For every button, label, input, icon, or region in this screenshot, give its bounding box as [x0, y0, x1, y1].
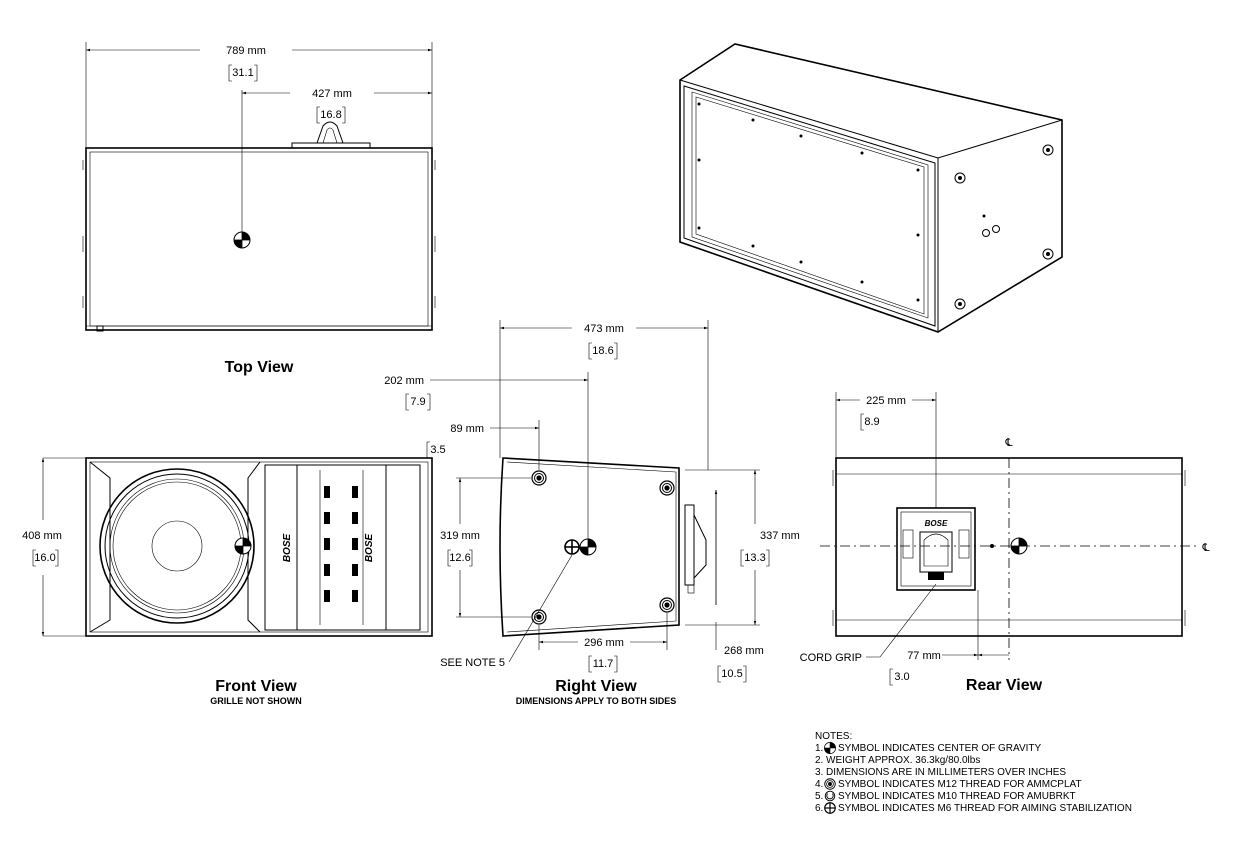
top-view-lifting-handle — [291, 121, 371, 149]
cord-grip-label: CORD GRIP — [800, 652, 862, 664]
front-view-title: Front View — [215, 678, 297, 695]
top-view: 789 mm 31.1 427 mm 16.8 Top View — [82, 42, 436, 376]
isometric-view — [679, 43, 1063, 333]
m10-thread-icon — [824, 790, 836, 802]
front-view-subtitle: GRILLE NOT SHOWN — [210, 696, 302, 706]
note-item-5: 5. SYMBOL INDICATES M10 THREAD FOR AMUBR… — [815, 790, 1076, 802]
svg-text:2.: 2. — [815, 755, 823, 766]
top-view-side-brackets — [82, 160, 436, 308]
note-item-4: 4. SYMBOL INDICATES M12 THREAD FOR AMMCP… — [815, 778, 1082, 790]
center-of-gravity-icon — [824, 742, 836, 754]
rear-cg-in: 3.0 — [894, 671, 909, 683]
rear-centerline-symbol-top: ℄ — [1004, 437, 1012, 449]
top-cg-in: 16.8 — [320, 109, 341, 121]
rear-panel-mm: 225 mm — [866, 395, 906, 407]
front-brand-logo-right: BOSE — [364, 534, 375, 563]
top-width-in: 31.1 — [232, 67, 253, 79]
top-view-center-of-gravity-icon — [233, 231, 251, 249]
svg-text:4.: 4. — [815, 779, 823, 790]
right-bottom-in: 11.7 — [593, 658, 614, 670]
note-item-6: 6. SYMBOL INDICATES M6 THREAD FOR AIMING… — [815, 802, 1132, 814]
right-depth-mm: 473 mm — [584, 323, 624, 335]
front-view-high-frequency-section: BOSE BOSE — [264, 464, 421, 631]
rear-view-title: Rear View — [966, 677, 1043, 694]
note-item-2: 2. WEIGHT APPROX. 36.3kg/80.0lbs — [815, 755, 980, 766]
m12-thread-icon — [824, 778, 836, 790]
front-brand-logo-left: BOSE — [282, 534, 293, 563]
svg-text:5.: 5. — [815, 791, 823, 802]
svg-text:SYMBOL INDICATES M6 THREAD FOR: SYMBOL INDICATES M6 THREAD FOR AIMING ST… — [838, 803, 1132, 814]
right-view-title: Right View — [555, 678, 637, 695]
right-cordgrip-mm: 268 mm — [724, 645, 764, 657]
svg-text:DIMENSIONS ARE IN MILLIMETERS: DIMENSIONS ARE IN MILLIMETERS OVER INCHE… — [826, 767, 1066, 778]
right-view-m12-icon-rear-bottom — [659, 597, 675, 613]
isometric-screws — [697, 102, 920, 302]
rear-brand-logo: BOSE — [925, 519, 948, 528]
notes-heading: NOTES: — [815, 731, 852, 742]
right-m12-mm: 89 mm — [450, 423, 484, 435]
note-item-3: 3. DIMENSIONS ARE IN MILLIMETERS OVER IN… — [815, 767, 1066, 778]
right-m12-in: 3.5 — [430, 444, 445, 456]
right-m12-spacing-in: 12.6 — [449, 552, 470, 564]
front-height-mm: 408 mm — [22, 530, 62, 542]
svg-text:SYMBOL INDICATES M12 THREAD FO: SYMBOL INDICATES M12 THREAD FOR AMMCPLAT — [838, 779, 1082, 790]
right-view-cabinet-outline — [499, 457, 680, 637]
svg-text:SYMBOL INDICATES M10 THREAD FO: SYMBOL INDICATES M10 THREAD FOR AMUBRKT — [838, 791, 1076, 802]
right-view-center-of-gravity-icon — [579, 538, 597, 556]
top-width-mm: 789 mm — [226, 45, 266, 57]
right-cg-in: 7.9 — [410, 396, 425, 408]
top-view-title: Top View — [225, 359, 294, 376]
m6-thread-icon — [824, 802, 836, 814]
right-m12-spacing-mm: 319 mm — [440, 530, 480, 542]
right-view-m12-icon-top — [531, 470, 547, 486]
front-view-cabinet-outline — [85, 457, 433, 637]
rear-cg-mm: 77 mm — [907, 650, 941, 662]
right-rear-height-in: 13.3 — [744, 552, 765, 564]
front-view: BOSE BOSE 408 mm 16.0 Front View GRILLE … — [22, 457, 433, 706]
right-view-m6-icon — [564, 539, 580, 555]
note-item-1: 1. SYMBOL INDICATES CENTER OF GRAVITY — [815, 742, 1042, 754]
svg-text:1.: 1. — [815, 743, 823, 754]
right-cordgrip-in: 10.5 — [721, 668, 742, 680]
rear-centerline-symbol-right: ℄ — [1201, 542, 1209, 554]
svg-text:SYMBOL INDICATES CENTER OF GRA: SYMBOL INDICATES CENTER OF GRAVITY — [838, 743, 1042, 754]
front-height-in: 16.0 — [34, 552, 55, 564]
svg-text:6.: 6. — [815, 803, 823, 814]
right-rear-height-mm: 337 mm — [760, 530, 800, 542]
see-note-label: SEE NOTE 5 — [440, 657, 505, 669]
right-view: 473 mm 18.6 202 mm 7.9 89 mm 3.5 319 mm … — [384, 320, 800, 706]
rear-panel-in: 8.9 — [864, 416, 879, 428]
right-view-m12-icon-bottom — [531, 609, 547, 625]
rear-view: BOSE ℄ ℄ 225 mm 8.9 77 mm 3.0 CORD GRIP … — [800, 392, 1210, 694]
front-view-woofer — [99, 468, 255, 624]
right-view-subtitle: DIMENSIONS APPLY TO BOTH SIDES — [516, 696, 677, 706]
svg-text:WEIGHT APPROX. 36.3kg/80.0lbs: WEIGHT APPROX. 36.3kg/80.0lbs — [826, 755, 980, 766]
right-cg-mm: 202 mm — [384, 375, 424, 387]
svg-text:3.: 3. — [815, 767, 823, 778]
top-view-cabinet-outline — [85, 147, 433, 331]
top-cg-mm: 427 mm — [312, 88, 352, 100]
right-depth-in: 18.6 — [592, 345, 613, 357]
rear-view-input-panel: BOSE — [896, 507, 976, 591]
right-bottom-mm: 296 mm — [584, 637, 624, 649]
notes-block: NOTES: 1. SYMBOL INDICATES CENTER OF GRA… — [815, 731, 1132, 814]
right-view-m12-icon-rear-top — [659, 480, 675, 496]
front-view-center-of-gravity-icon — [234, 537, 252, 555]
isometric-side-fittings — [954, 144, 1054, 310]
